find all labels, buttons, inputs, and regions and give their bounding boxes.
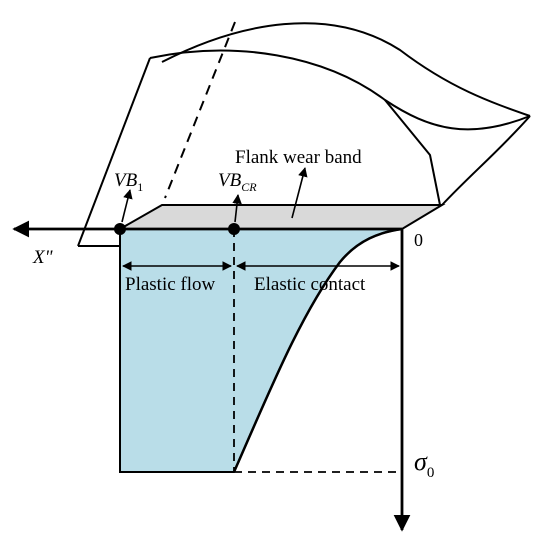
tool-top-back-edge (161, 22, 531, 117)
flank-wear-band (116, 204, 446, 230)
stress-curve (232, 227, 403, 473)
elastic-contact-label: Elastic contact (254, 274, 366, 295)
x-axis-label: X" (32, 247, 54, 268)
vbcr-pointer (232, 194, 242, 223)
vbcr-point (228, 223, 240, 235)
flank-wear-band-label: Flank wear band (235, 147, 362, 168)
plastic-flow-label: Plastic flow (125, 274, 216, 295)
wear-band-pointer (291, 167, 308, 219)
tool-body (77, 22, 531, 247)
tool-left-edge (77, 57, 151, 247)
vbcr-label: VBCR (218, 170, 257, 194)
tool-front-face (384, 99, 441, 206)
vb1-label: VB1 (114, 170, 143, 194)
vb1-point (114, 223, 126, 235)
tool-right-edge (441, 115, 531, 206)
origin-label: 0 (414, 230, 423, 250)
sigma0-label: σ0 (414, 447, 434, 481)
tool-top-front-edge (149, 49, 531, 131)
tool-left-lip (78, 232, 121, 247)
vb1-pointer (121, 189, 133, 223)
tool-hidden-edges (164, 21, 236, 199)
